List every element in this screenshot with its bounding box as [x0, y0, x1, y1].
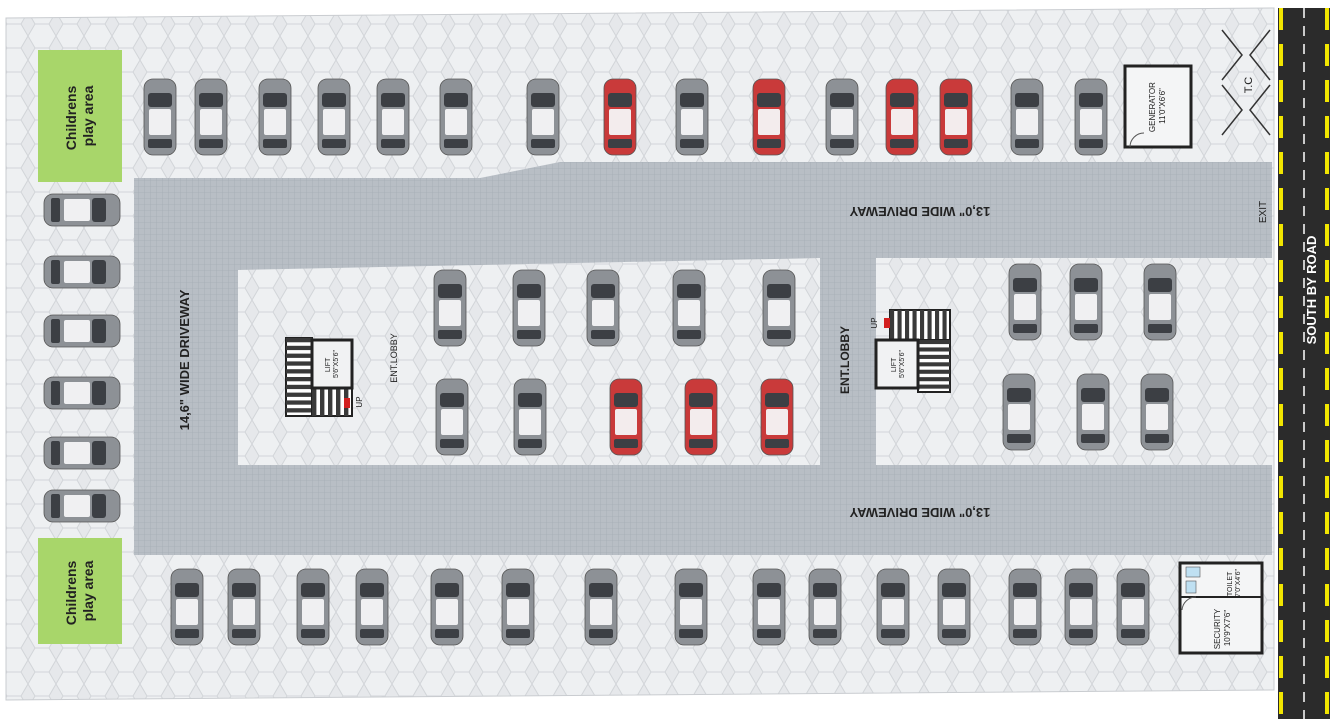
car-icon [43, 376, 121, 410]
ent-lobby-right-label: ENT.LOBBY [838, 326, 852, 394]
car-icon [439, 78, 473, 156]
play-area-bottom [38, 538, 122, 644]
car-icon [1140, 373, 1174, 451]
car-icon [296, 568, 330, 646]
car-icon [513, 378, 547, 456]
car-icon [1008, 568, 1042, 646]
car-icon [675, 78, 709, 156]
driveway-loop [134, 162, 1272, 555]
parking-bays [43, 78, 1177, 646]
car-icon [609, 378, 643, 456]
driveway-left-label: 14,6" WIDE DRIVEWAY [177, 289, 192, 430]
car-icon [1010, 78, 1044, 156]
car-icon [43, 489, 121, 523]
tc-label: T.C [1243, 77, 1255, 94]
car-icon [584, 568, 618, 646]
road-label: SOUTH BY ROAD [1304, 236, 1319, 345]
car-icon [317, 78, 351, 156]
play-area-bottom-label: Childrens play area [63, 557, 96, 625]
car-icon [674, 568, 708, 646]
car-icon [1069, 263, 1103, 341]
car-icon [939, 78, 973, 156]
left-lift-core: LIFT 5'6"X5'6" UP ENT.LOBBY [285, 333, 399, 417]
car-icon [376, 78, 410, 156]
ent-lobby-left-label: ENT.LOBBY [389, 333, 399, 383]
transformer: T.C [1221, 29, 1271, 136]
svg-text:LIFT 5'6"X5'6": LIFT 5'6"X5'6" [891, 350, 906, 378]
car-icon [43, 314, 121, 348]
car-icon [825, 78, 859, 156]
car-icon [876, 568, 910, 646]
car-icon [501, 568, 535, 646]
car-icon [512, 269, 546, 347]
car-icon [355, 568, 389, 646]
car-icon [684, 378, 718, 456]
svg-text:SECURITY 10'9"X7'6": SECURITY 10'9"X7'6" [1213, 607, 1232, 650]
up-left-label: UP [355, 396, 364, 407]
driveway-top-label: 13,0" WIDE DRIVEWAY [849, 204, 990, 219]
car-icon [1064, 568, 1098, 646]
car-icon [752, 78, 786, 156]
play-area-top [38, 50, 122, 182]
car-icon [1008, 263, 1042, 341]
exit-label: EXIT [1258, 201, 1269, 223]
car-icon [937, 568, 971, 646]
car-icon [762, 269, 796, 347]
svg-text:LIFT 5'6"X5'6": LIFT 5'6"X5'6" [325, 350, 340, 378]
car-icon [170, 568, 204, 646]
car-icon [1076, 373, 1110, 451]
car-icon [885, 78, 919, 156]
car-icon [194, 78, 228, 156]
car-icon [433, 269, 467, 347]
svg-text:TOILET 7'0"X4'6": TOILET 7'0"X4'6" [1227, 569, 1242, 597]
car-icon [43, 436, 121, 470]
car-icon [1143, 263, 1177, 341]
svg-text:GENERATOR 11'0"X6'6": GENERATOR 11'0"X6'6" [1148, 80, 1167, 132]
car-icon [435, 378, 469, 456]
car-icon [227, 568, 261, 646]
car-icon [1116, 568, 1150, 646]
car-icon [672, 269, 706, 347]
car-icon [43, 255, 121, 289]
car-icon [1002, 373, 1036, 451]
car-icon [43, 193, 121, 227]
car-icon [603, 78, 637, 156]
security-cabin: TOILET 7'0"X4'6" SECURITY 10'9"X7'6" [1178, 561, 1264, 655]
car-icon [258, 78, 292, 156]
car-icon [586, 269, 620, 347]
car-icon [752, 568, 786, 646]
car-icon [143, 78, 177, 156]
right-stair [889, 309, 951, 393]
generator-room: GENERATOR 11'0"X6'6" [1123, 64, 1193, 149]
car-icon [808, 568, 842, 646]
south-road [1278, 8, 1330, 719]
right-lift-core: LIFT 5'6"X5'6" UP ENT.LOBBY [838, 309, 951, 394]
driveway-bottom-label: 13,0" WIDE DRIVEWAY [849, 505, 990, 520]
play-area-top-label: Childrens play area [63, 82, 96, 150]
car-icon [1074, 78, 1108, 156]
car-icon [760, 378, 794, 456]
up-right-label: UP [870, 317, 879, 328]
car-icon [430, 568, 464, 646]
car-icon [526, 78, 560, 156]
